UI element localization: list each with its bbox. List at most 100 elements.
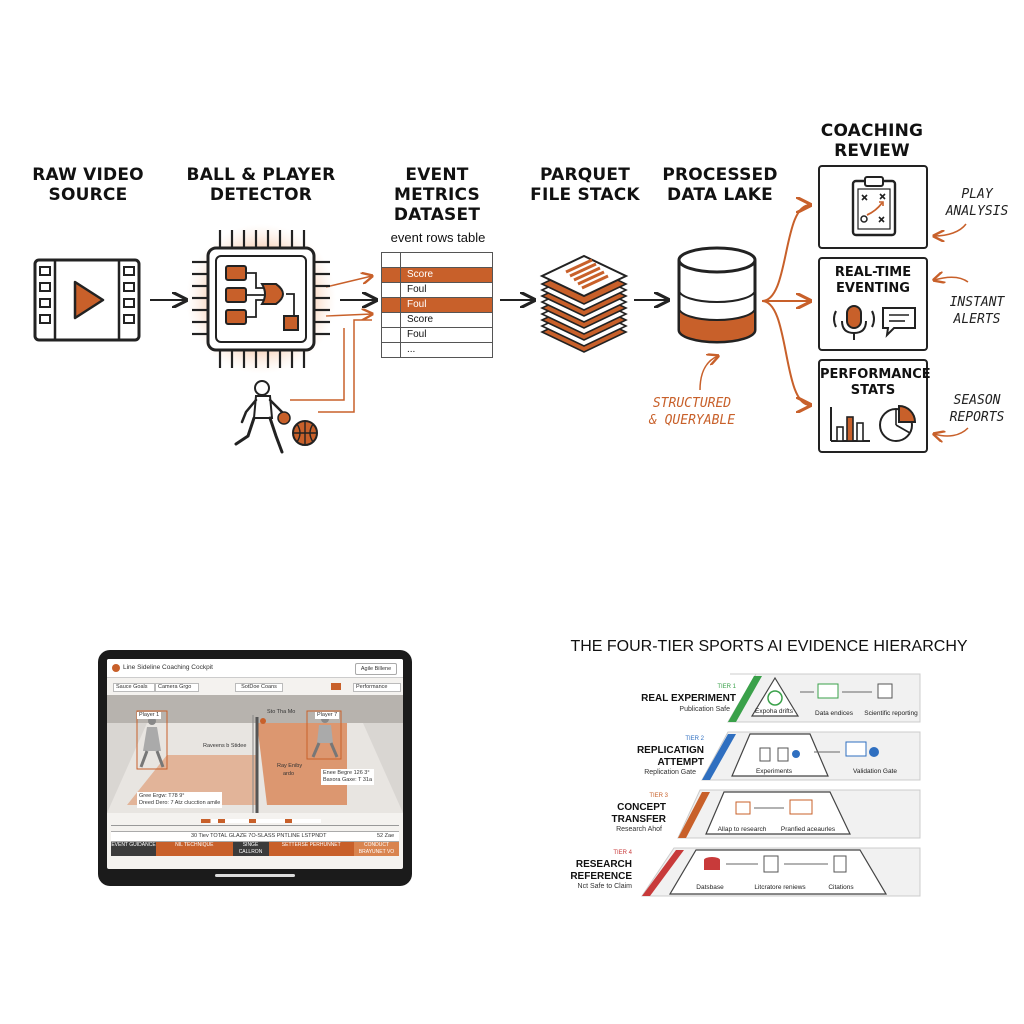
event-guidance-strip: EVENT GUIDANCE NIL TECHNIQUE SINGE CALLR… (111, 842, 399, 856)
flow-arrows (150, 0, 969, 520)
tier-1-accent (728, 676, 762, 722)
table-row: Foul (381, 297, 493, 313)
tier-4-subtitle: Nct Safe to Claim (577, 883, 632, 890)
timeline-header: 30 Tiev TOTAL GLAZE 7O-SLASS PNTLINE LST… (111, 831, 399, 842)
connector-player (290, 328, 345, 401)
pie-chart-icon (879, 404, 917, 442)
filter-select[interactable]: SotDoe Coans (235, 683, 283, 692)
note-arrow (699, 356, 718, 391)
stat-line: Gree Ergw: T78 9° (139, 793, 185, 799)
performance-stats-box: PERFORMANCE STATS (818, 359, 931, 453)
box-title-line: PERFORMANCE (820, 367, 931, 382)
parquet-stack-icon (539, 254, 629, 353)
timeline-duration: 52 Zae (377, 833, 395, 839)
tier-1-tag: TIER 1 (717, 684, 736, 690)
arrow-to-performance (761, 300, 810, 405)
stat-line: Baxora Gaxe: T 31a (323, 777, 373, 783)
toggle-icon[interactable] (331, 683, 341, 690)
stage-title-line: DATASET (393, 205, 481, 225)
left-stat-box: Gree Ergw: T78 9° Dreed Dero: 7 Atz cluc… (137, 792, 223, 808)
validation-monitor-icon (845, 741, 867, 757)
court-label: ardo (283, 771, 295, 777)
citation-doc-icon (833, 855, 847, 873)
table-cell: ... (400, 342, 493, 358)
pyramid-diagram (641, 673, 921, 897)
event-cell[interactable]: CONDUCT BRAYUNET VO (354, 842, 399, 856)
stage-title-line: SOURCE (48, 185, 128, 205)
app-logo-icon (112, 664, 120, 672)
document-stack-icon (763, 855, 779, 873)
timeline-events-track[interactable] (201, 819, 321, 823)
real-time-eventing-title: REAL-TIME EVENTING (820, 265, 926, 297)
stage-title-event-metrics: EVENT METRICS DATASET (362, 165, 512, 225)
tier-1-title: REAL EXPERIMENT (641, 693, 736, 704)
tier-title-line: CONCEPT (617, 802, 666, 813)
note-arrow (934, 427, 969, 436)
tier-1-item: Scientific reporting (864, 710, 918, 717)
box-title-line: EVENTING (836, 281, 910, 296)
table-cell: Foul (400, 282, 493, 298)
event-cell[interactable]: NIL TECHNIQUE (156, 842, 233, 856)
tier-1-subtitle: Publication Safe (679, 706, 730, 713)
bar-chart-icon (830, 407, 870, 442)
tier-4-tag: TIER 4 (613, 850, 632, 856)
note-line: REPORTS (949, 410, 1005, 425)
timeline-title: 30 Tiev TOTAL GLAZE 7O-SLASS PNTLINE LST… (191, 833, 327, 839)
tier-2-accent (702, 734, 736, 780)
table-cell: Foul (400, 297, 493, 313)
tier-title-line: TRANSFER (611, 814, 666, 825)
stage-title-raw-video: RAW VIDEO SOURCE (28, 165, 148, 205)
app-title: Line Sideline Coaching Cockpit (123, 664, 213, 671)
filter-bar: Sauce Goals Camera Grgo SotDoe Coans Per… (107, 681, 403, 693)
stat-line: Dreed Dero: 7 Atz clucction amile (139, 800, 221, 806)
tier-3-item: Pranfied aceaurles (780, 826, 836, 833)
tier-2-tag: TIER 2 (685, 736, 704, 742)
event-cell[interactable]: SETTERSE PERHUNNET (268, 842, 354, 856)
stage-title-line: REVIEW (834, 141, 910, 161)
arrow-to-coaching-review (761, 205, 810, 302)
note-line: SEASON (953, 393, 1001, 408)
real-time-eventing-box: REAL-TIME EVENTING (818, 257, 928, 351)
tier-4-title: RESEARCH REFERENCE (546, 859, 632, 883)
tier-3-item: Allap to research (717, 826, 767, 833)
clipboard-icon (851, 176, 897, 237)
event-cell[interactable]: EVENT GUIDANCE (111, 842, 156, 856)
note-line: ALERTS (953, 312, 1001, 327)
stage-title-line: PARQUET (539, 165, 630, 185)
tier-4-item: Citations (828, 884, 854, 891)
table-cell: Score (400, 267, 493, 283)
filter-select[interactable]: Camera Grgo (155, 683, 199, 692)
check-icon (792, 750, 800, 758)
table-cell: Foul (400, 327, 493, 343)
court-label: Ray Eniby (277, 763, 303, 769)
stage-title-line: COACHING (820, 121, 924, 141)
tier-2-subtitle: Replication Gate (644, 769, 696, 776)
tier-title-line: RESEARCH (575, 859, 632, 870)
stage-title-line: BALL & PLAYER (186, 165, 336, 185)
header-action-button[interactable]: Agile Billene (355, 663, 397, 675)
table-row: Foul (381, 327, 493, 343)
database-icon (677, 246, 757, 344)
tier-3-subtitle: Research Ahof (616, 826, 662, 833)
stage-title-line: FILE STACK (530, 185, 640, 205)
court-label: Sto Tha Mo (267, 709, 296, 715)
lake-note: STRUCTURED & QUERYABLE (630, 395, 754, 429)
performance-stats-title: PERFORMANCE STATS (820, 367, 931, 399)
event-cell[interactable]: SINGE CALLRON (232, 842, 269, 856)
home-indicator (215, 874, 295, 877)
table-row: Foul (381, 282, 493, 298)
player-left-tag: Player 1 (137, 712, 162, 719)
coaching-cockpit-screen: Line Sideline Coaching Cockpit Agile Bil… (107, 659, 403, 869)
chip-icon (186, 224, 336, 374)
tier-2-item: Validation Gate (853, 768, 897, 775)
tier-2-item: Experiments (755, 768, 793, 775)
tier-title-line: REPLICATIGN (636, 745, 704, 756)
eventing-note: INSTANT ALERTS (932, 294, 1022, 328)
filter-select[interactable]: Sauce Goals (113, 683, 155, 692)
filter-select[interactable]: Performance (353, 683, 401, 692)
tier-3-tag: TIER 3 (649, 793, 668, 799)
note-line: & QUERYABLE (648, 413, 736, 428)
stat-line: Enee Begre 126 3° (323, 770, 370, 776)
table-caption: event rows table (390, 230, 486, 245)
tier-4-item: Litcratore reniews (754, 884, 806, 891)
